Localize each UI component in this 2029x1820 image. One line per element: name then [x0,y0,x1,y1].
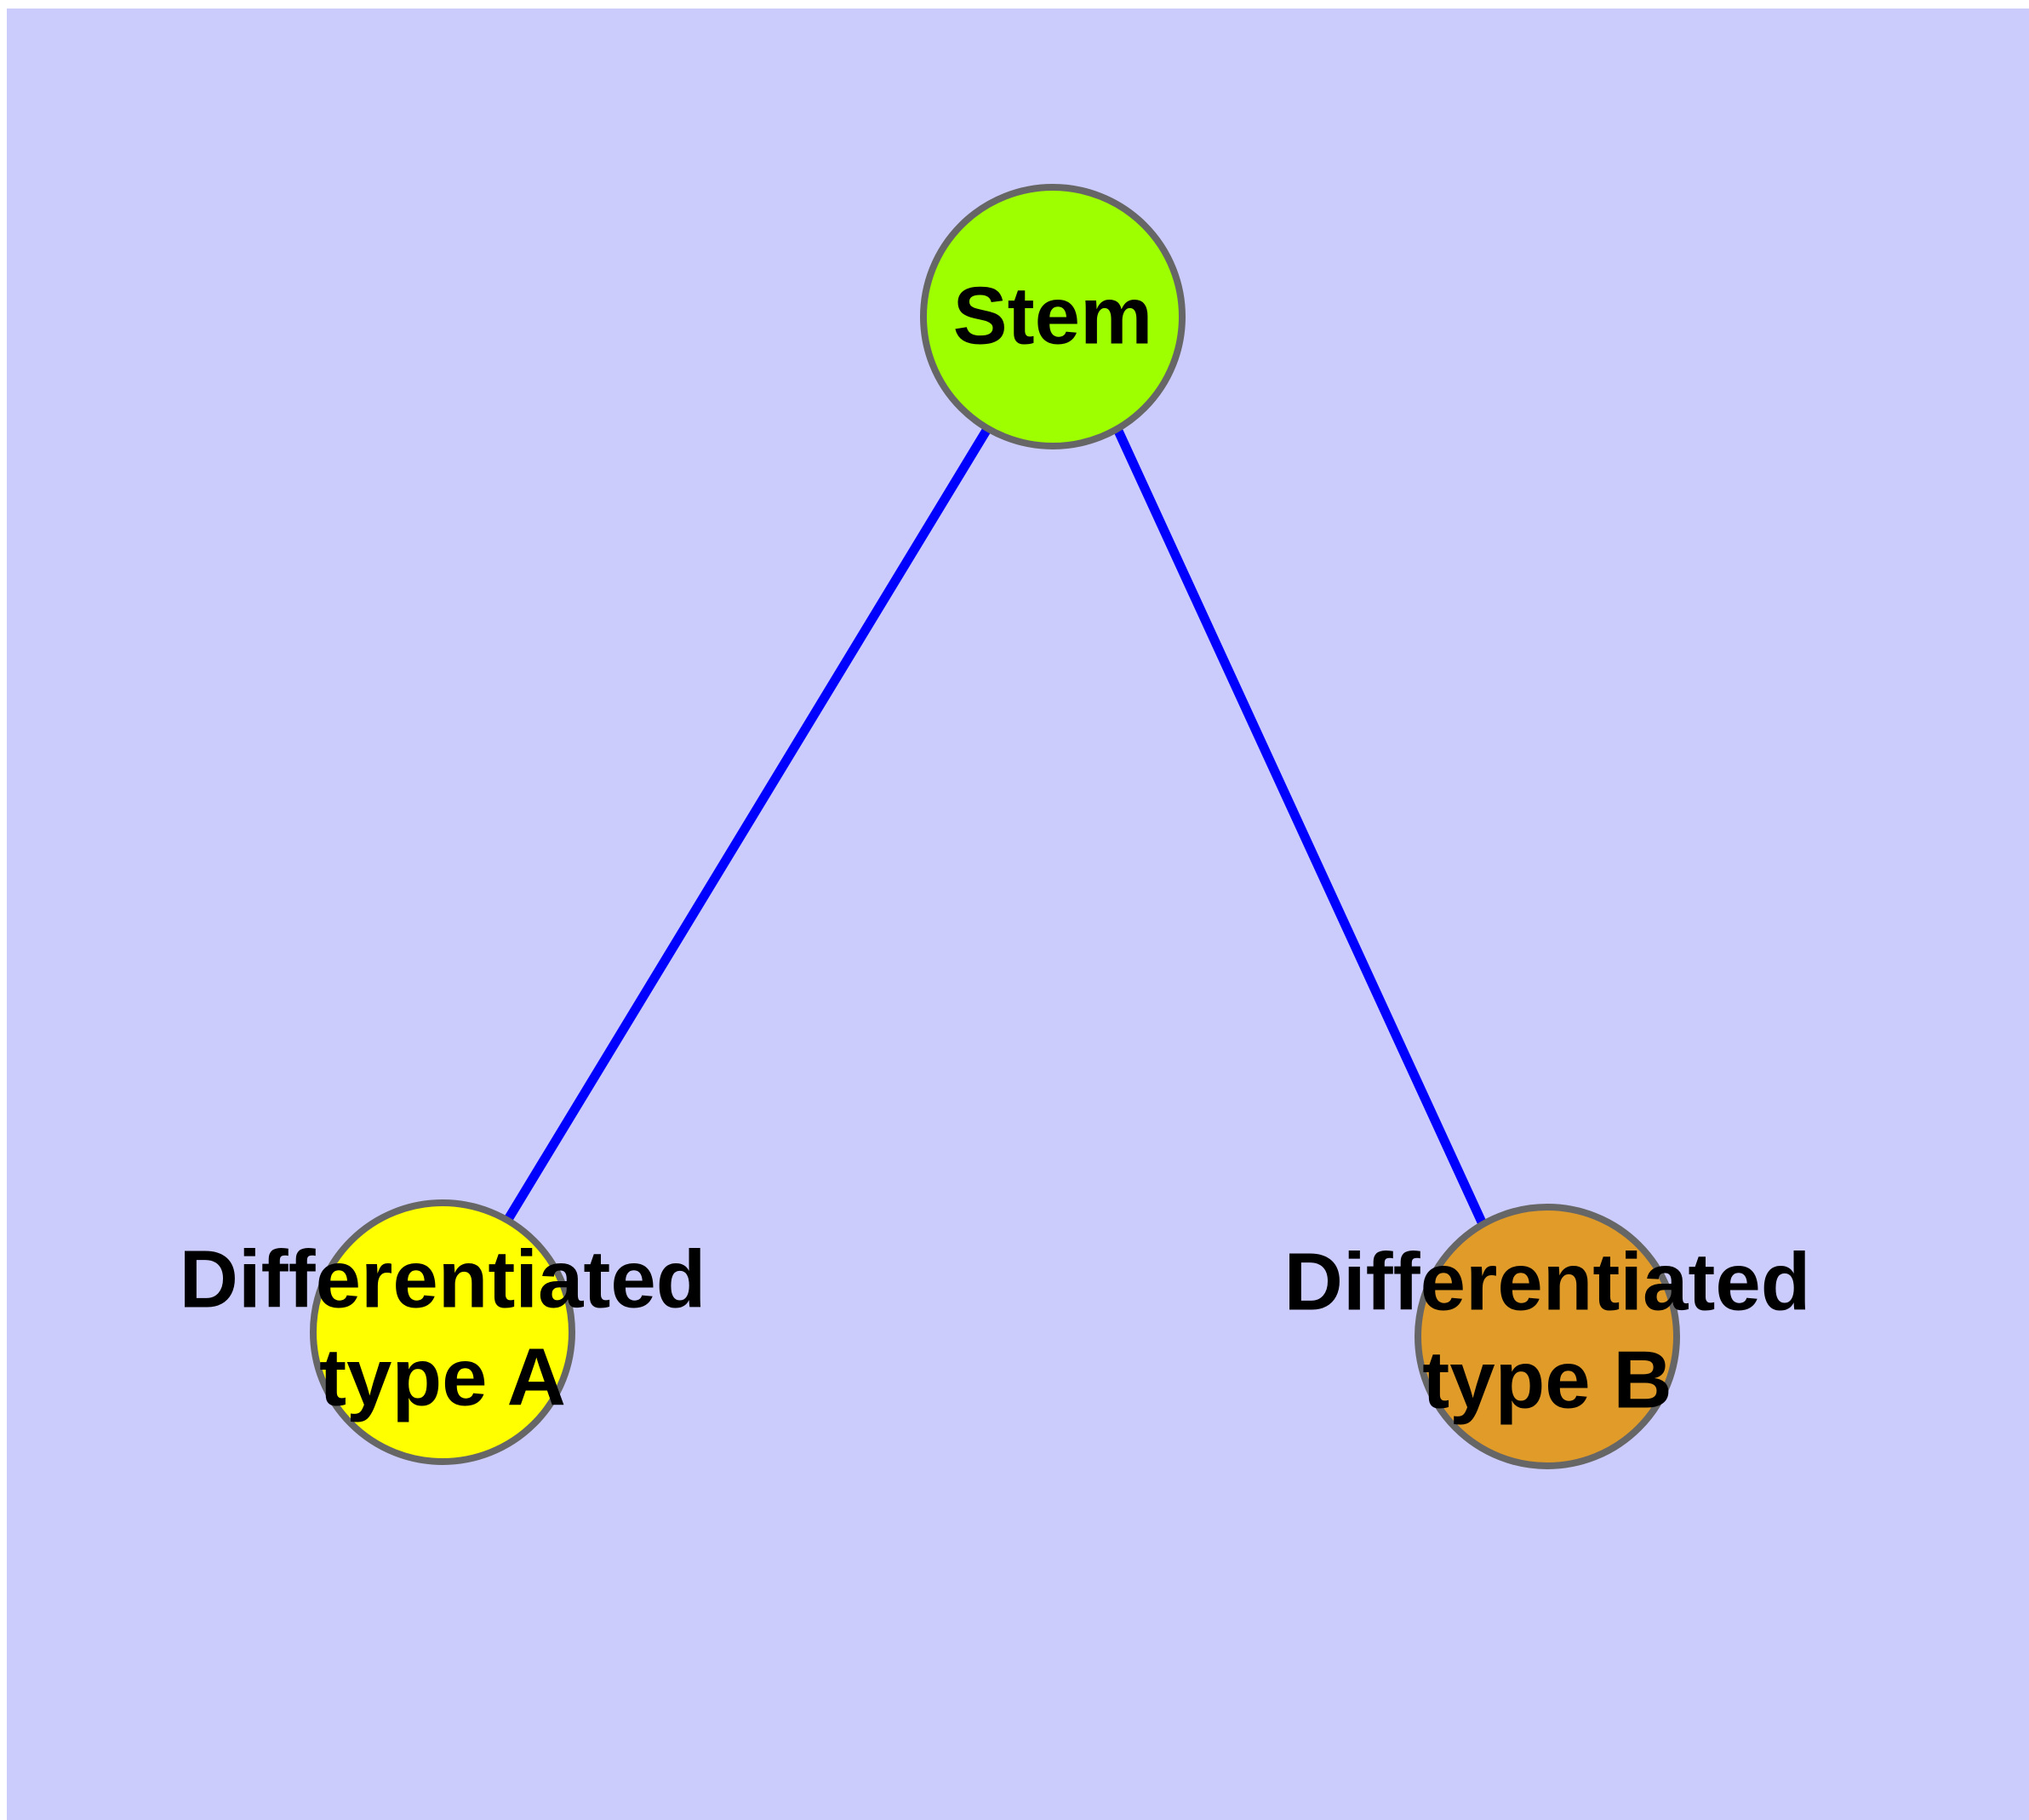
node-circle-differentiated-type-a[interactable] [310,1199,575,1465]
node-stem[interactable]: Stem [920,184,1186,449]
node-circle-differentiated-type-b[interactable] [1415,1204,1680,1469]
node-label-differentiated-type-b-line1: Differentiated [1284,1236,1811,1327]
edge-layer [503,426,1488,1228]
node-label-differentiated-type-b-line2: type B [1422,1334,1672,1425]
label-layer: Differentiated type A Differentiated typ… [180,1233,1811,1425]
node-label-differentiated-type-a-line1: Differentiated [180,1233,706,1325]
edge-stem-to-differentiated-type-b[interactable] [1113,426,1488,1228]
edge-stem-to-differentiated-type-a[interactable] [503,426,992,1223]
node-differentiated-type-b[interactable] [1415,1204,1680,1469]
node-circle-stem[interactable] [920,184,1186,449]
node-differentiated-type-a[interactable] [310,1199,575,1465]
node-label-differentiated-type-a-line2: type A [319,1331,566,1422]
node-label-stem: Stem [953,270,1153,361]
